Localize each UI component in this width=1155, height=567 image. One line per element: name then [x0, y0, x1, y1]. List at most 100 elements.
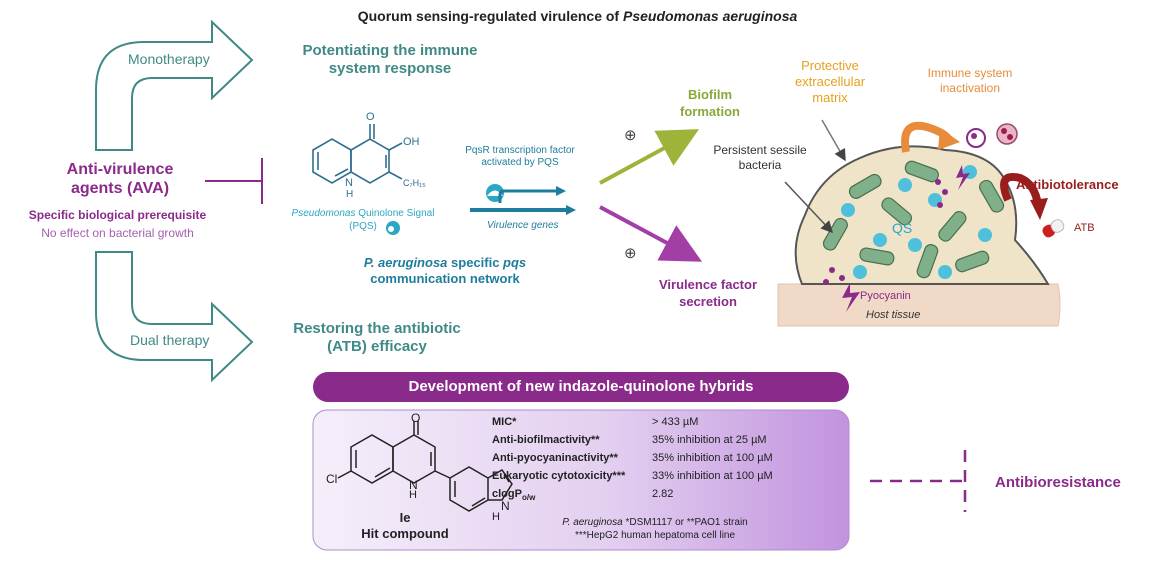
bacteria-cluster [822, 160, 1005, 279]
pqs-caption-rest: Quinolone Signal [355, 208, 435, 219]
antibiotolerance-arrow [1000, 173, 1042, 206]
compound-label: Hit compound [361, 526, 449, 541]
protective-line-3: matrix [812, 90, 848, 105]
banner-title: Development of new indazole-quinolone hy… [408, 378, 754, 395]
hit-o-label: O [411, 411, 421, 425]
row-value: 33% inhibition at 100 µM [652, 470, 773, 482]
virulence-genes-label: Virulence genes [487, 220, 559, 231]
ava-line-1: Anti-virulence [66, 161, 174, 178]
compound-id: Ie [399, 510, 411, 525]
plus-lower: ⊕ [624, 245, 637, 262]
host-tissue-label: Host tissue [866, 309, 921, 321]
foot-line-2: ***HepG2 human hepatoma cell line [574, 530, 736, 541]
hit-compound-structure [337, 421, 513, 512]
virulence-arrow [599, 205, 703, 262]
table-row: Eukaryotic cytotoxicity*** 33% inhibitio… [492, 470, 872, 486]
qs-label: QS [892, 220, 913, 236]
matrix-pointer [821, 119, 846, 162]
immune-line-1: Immune system [927, 66, 1013, 80]
pqs-caption: Pseudomonas Quinolone Signal (PQS) [268, 207, 458, 233]
page-title: Quorum sensing-regulated virulence of Ps… [0, 8, 1155, 24]
biofilm-line-2: formation [680, 104, 740, 119]
row-value: > 433 µM [652, 416, 699, 428]
properties-table: MIC* > 433 µM Anti-biofilmactivity** 35%… [492, 416, 842, 506]
potentiating-line-2: system response [328, 60, 452, 77]
potentiating-heading: Potentiating the immune system response [270, 42, 510, 78]
pqsr-line-2: activated by PQS [481, 157, 559, 168]
protective-line-1: Protective [801, 58, 859, 73]
virulence-line-1: Virulence factor [658, 277, 758, 292]
clogp-label: clogP [492, 488, 522, 500]
row-key: MIC* [492, 416, 517, 428]
pqs-caption-italic: Pseudomonas [291, 208, 356, 219]
prerequisite-text: Specific biological prerequisite [28, 208, 207, 222]
monotherapy-arrow [95, 19, 254, 151]
restoring-heading: Restoring the antibiotic (ATB) efficacy [262, 320, 492, 356]
pqs-c7-label: C₇H₁₅ [403, 178, 426, 188]
network-italic-1: P. aeruginosa [363, 255, 448, 270]
biofilm-line-1: Biofilm [687, 87, 733, 102]
clogp-sub: o/w [521, 493, 536, 503]
restoring-line-2: (ATB) efficacy [327, 338, 427, 355]
banner-bg [313, 372, 849, 402]
table-row: Anti-biofilmactivity** 35% inhibition at… [492, 434, 872, 450]
persistent-bacteria-label: Persistent sessile bacteria [695, 143, 825, 173]
biofilm-formation-label: Biofilm formation [665, 86, 755, 120]
pqs-n-label: N [345, 177, 353, 189]
persistent-pointer [784, 181, 834, 234]
immune-inactivation-label: Immune system inactivation [905, 66, 1035, 96]
persistent-line-1: Persistent sessile [713, 143, 807, 157]
ava-title: Anti-virulence agents (AVA) [40, 160, 200, 198]
antibioresistance-label: Antibioresistance [995, 474, 1121, 491]
biofilm-arrow [599, 129, 700, 185]
row-key: Anti-biofilmactivity** [492, 434, 600, 446]
no-effect-text: No effect on bacterial growth [41, 226, 194, 240]
table-row: MIC* > 433 µM [492, 416, 872, 432]
foot-italic: P. aeruginosa [562, 517, 623, 528]
hit-h2-label: H [492, 511, 500, 523]
immune-line-2: inactivation [939, 81, 1001, 95]
pqsr-line-1: PqsR transcription factor [465, 145, 575, 156]
network-mid: specific [447, 255, 504, 270]
title-prefix: Quorum sensing-regulated virulence of [357, 8, 623, 24]
dual-therapy-label: Dual therapy [130, 332, 210, 348]
row-key: Eukaryotic cytotoxicity*** [492, 470, 626, 482]
hit-cl-label: Cl [326, 472, 338, 486]
pqs-oh-label: OH [403, 136, 420, 148]
persistent-line-2: bacteria [738, 158, 782, 172]
virulence-factor-label: Virulence factor secretion [648, 276, 768, 310]
network-caption: P. aeruginosa specific pqs communication… [330, 255, 560, 287]
row-value: 35% inhibition at 100 µM [652, 452, 773, 464]
network-line-2: communication network [370, 271, 520, 286]
table-row: clogPo/w 2.82 [492, 488, 872, 504]
foot-rest: *DSM1117 or **PAO1 strain [622, 517, 748, 528]
immune-bolt [956, 165, 970, 190]
ava-line-2: agents (AVA) [70, 180, 170, 197]
monotherapy-label: Monotherapy [128, 51, 210, 67]
potentiating-line-1: Potentiating the immune [302, 42, 478, 59]
pyocyanin-bolt [842, 283, 860, 312]
row-value: 35% inhibition at 25 µM [652, 434, 767, 446]
restoring-line-1: Restoring the antibiotic [293, 320, 461, 337]
pqsr-gene-icon [470, 184, 576, 215]
hit-n-label: N [409, 478, 418, 492]
dual-therapy-arrow [95, 251, 254, 383]
pqs-abbr: (PQS) [349, 221, 377, 232]
pqs-h-label: H [346, 189, 354, 200]
virulence-line-2: secretion [679, 294, 737, 309]
pyocyanin-label: Pyocyanin [860, 290, 911, 302]
qs-signal-molecules [841, 165, 992, 279]
hit-h-label: H [409, 489, 417, 501]
network-italic-2: pqs [503, 255, 527, 270]
protective-line-2: extracellular [794, 74, 866, 89]
row-value: 2.82 [652, 488, 674, 500]
pyocyanin-dots [823, 179, 948, 285]
plus-upper: ⊕ [624, 127, 637, 144]
pqs-o-label: O [366, 111, 375, 123]
atb-label: ATB [1074, 222, 1095, 234]
hit-nh-label: N [501, 499, 510, 513]
table-row: Anti-pyocyaninactivity** 35% inhibition … [492, 452, 872, 468]
antibiotolerance-label: Antibiotolerance [1016, 177, 1119, 192]
pqs-structure [312, 124, 403, 184]
